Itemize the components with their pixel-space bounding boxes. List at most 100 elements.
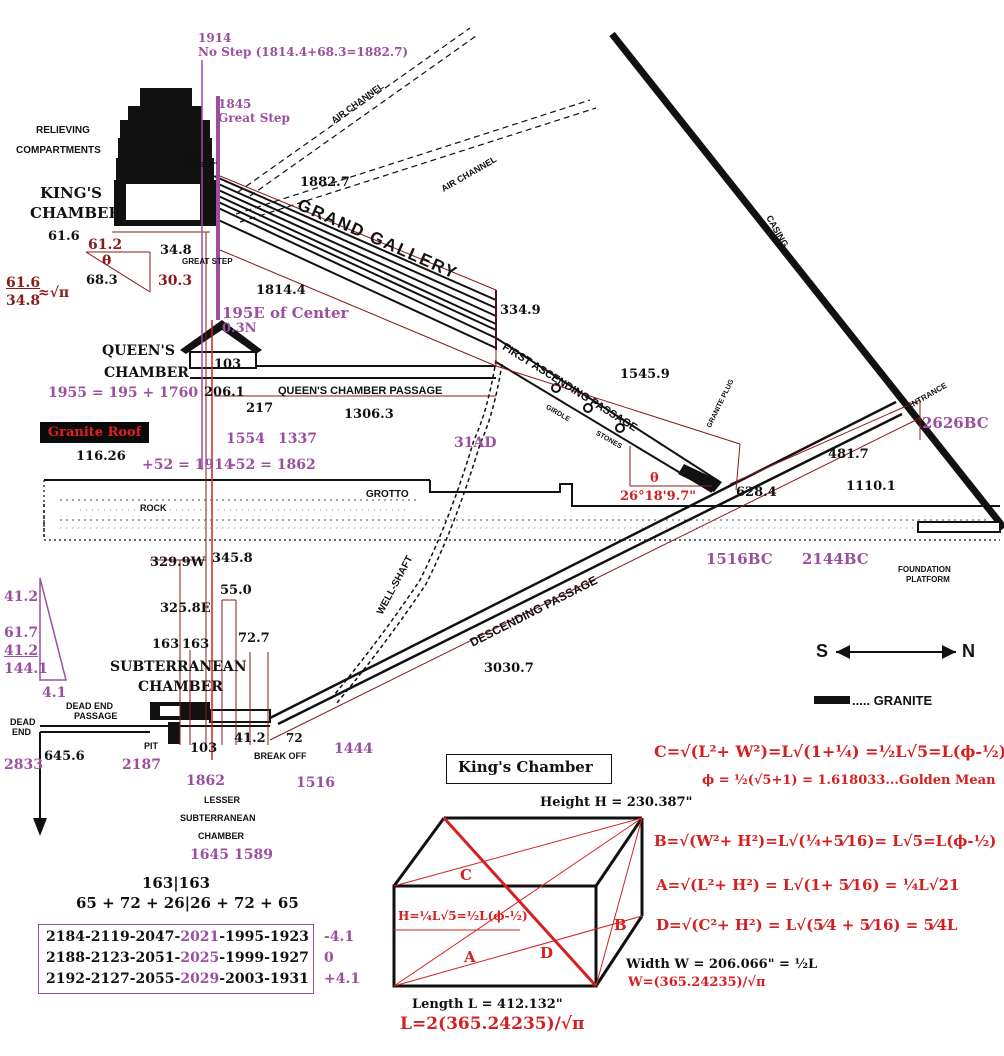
- label-a: A: [464, 948, 476, 966]
- years-row: 2188-2123-2051-2025-1999-1927: [46, 951, 309, 965]
- tri-4-1: 4.1: [42, 685, 67, 701]
- m-1545: 1545.9: [620, 367, 670, 382]
- length-label2: L=2(365.24235)/√π: [400, 1014, 585, 1034]
- grand-gallery: [213, 175, 497, 350]
- width-label: Width W = 206.066" = ½L: [626, 957, 818, 972]
- height-label: Height H = 230.387": [540, 795, 693, 810]
- m-628: 628.4: [736, 485, 777, 500]
- foundation-label: FOUNDATION: [898, 565, 951, 574]
- y-2626bc: 2626BC: [922, 414, 989, 432]
- y-1516: 1516: [296, 775, 335, 791]
- split-label: 163|163: [142, 874, 211, 892]
- m-72-7: 72.7: [238, 631, 270, 646]
- formula-d: D=√(C²+ H²) = L√(5⁄4 + 5⁄16) = 5⁄4L: [656, 916, 958, 934]
- no-step-note: No Step (1814.4+68.3=1882.7): [198, 45, 409, 59]
- years-row-key: 2025: [180, 950, 220, 966]
- width-label2: W=(365.24235)/√π: [628, 975, 766, 990]
- h-equation: H=¼L√5=½L(ϕ-½): [398, 909, 528, 923]
- plus-52: +52 = 1914: [142, 457, 234, 473]
- m-163-a: 163: [152, 637, 180, 652]
- pit-label: PIT: [144, 741, 159, 751]
- queens-chamber-label: QUEEN'S: [102, 343, 175, 359]
- granite-legend: ..... GRANITE: [852, 693, 933, 708]
- m-55: 55.0: [220, 583, 252, 598]
- air-channel-1: [237, 27, 471, 193]
- m-481: 481.7: [828, 447, 869, 462]
- years-row-end: -1995-1923: [219, 929, 309, 945]
- tri-61-7: 61.7: [4, 625, 39, 641]
- subterranean-label2: CHAMBER: [138, 679, 223, 695]
- m-116: 116.26: [76, 449, 126, 464]
- m-68-3: 68.3: [86, 273, 118, 288]
- end-label: END: [12, 727, 32, 737]
- years-table: [38, 924, 314, 994]
- no-step-year: 1914: [198, 31, 232, 45]
- granite-swatch: [814, 696, 850, 704]
- m-103-b: 103: [190, 741, 218, 756]
- tri-41-2-b: 41.2: [4, 643, 39, 659]
- m-3030: 3030.7: [484, 661, 534, 676]
- y-2144bc: 2144BC: [802, 550, 869, 568]
- antechamber-label2: CHAMBER": [178, 162, 218, 169]
- casing-line: [609, 31, 1004, 531]
- years-row-key: 2029: [180, 971, 220, 987]
- years-row-key: 2021: [180, 929, 220, 945]
- m-61-2: 61.2: [88, 237, 123, 253]
- length-label: Length L = 412.132": [412, 997, 563, 1012]
- grotto-label: GROTTO: [366, 489, 409, 500]
- queens-chamber-label2: CHAMBER: [104, 365, 189, 381]
- kings-chamber-label: KING'S: [40, 184, 102, 202]
- rock-label: ROCK: [140, 503, 167, 513]
- north-offset: 0.3N: [222, 321, 257, 336]
- lesser-label3: CHAMBER: [198, 831, 244, 841]
- air-channel-1b: [249, 35, 477, 197]
- granite-roof-label: Granite Roof: [40, 422, 150, 443]
- m-645: 645.6: [44, 749, 85, 764]
- dead-end-passage-label2: PASSAGE: [74, 711, 118, 721]
- lesser-label2: SUBTERRANEAN: [180, 813, 256, 823]
- years-row-offset: +4.1: [324, 971, 361, 987]
- y-1554: 1554: [226, 431, 265, 447]
- y-1444: 1444: [334, 741, 373, 757]
- m-1814: 1814.4: [256, 283, 306, 298]
- m-206: 206.1: [204, 385, 245, 400]
- y-1516bc: 1516BC: [706, 550, 773, 568]
- foundation-platform: [917, 521, 1001, 533]
- m-217: 217: [246, 401, 274, 416]
- ratio-tail: ≈√π: [38, 285, 70, 301]
- years-row-offset: 0: [324, 950, 334, 966]
- air-channel-2b: [239, 107, 597, 223]
- m-1110: 1110.1: [846, 479, 896, 494]
- y-31ad: 31AD: [454, 435, 497, 451]
- years-row-start: 2192-2127-2055-: [46, 971, 181, 987]
- formula-phi: ϕ = ½(√5+1) = 1.618033...Golden Mean: [702, 773, 996, 788]
- ascending-passage-bottom: [495, 361, 713, 493]
- tri-41-2-a: 41.2: [4, 589, 39, 605]
- y-1645: 1645: [190, 847, 229, 863]
- m-72: 72: [286, 731, 303, 745]
- m-1306: 1306.3: [344, 407, 394, 422]
- formula-b: B=√(W²+ H²)=L√(¼+5⁄16)= L√5=L(ϕ-½): [654, 832, 997, 850]
- subterranean-label: SUBTERRANEAN: [110, 659, 247, 675]
- antechamber-label: "ANTE: [176, 152, 199, 159]
- formula-c: C=√(L²+ W²)=L√(1+¼) =½L√5=L(ϕ-½): [654, 742, 1004, 761]
- kings-box-title: King's Chamber: [458, 758, 593, 776]
- m-325: 325.8E: [160, 601, 211, 616]
- subterranean-chamber: [40, 702, 271, 744]
- years-row-end: -1999-1927: [219, 950, 309, 966]
- descending-passage-top: [269, 400, 897, 720]
- minus-52: -52 = 1862: [230, 457, 316, 473]
- label-c: C: [460, 866, 472, 884]
- break-off-label: BREAK OFF: [254, 751, 307, 761]
- great-step-year: 1845: [218, 97, 252, 111]
- kings-chamber-block: [114, 88, 220, 226]
- years-row-end: -2003-1931: [219, 971, 309, 987]
- y-2833: 2833: [4, 757, 43, 773]
- kings-chamber-label2: CHAMBER: [30, 204, 121, 222]
- south-label: S: [816, 641, 829, 661]
- dead-end-passage-label: DEAD END: [66, 701, 114, 711]
- m-103-a: 103: [214, 357, 242, 372]
- years-row: 2192-2127-2055-2029-2003-1931: [46, 972, 309, 986]
